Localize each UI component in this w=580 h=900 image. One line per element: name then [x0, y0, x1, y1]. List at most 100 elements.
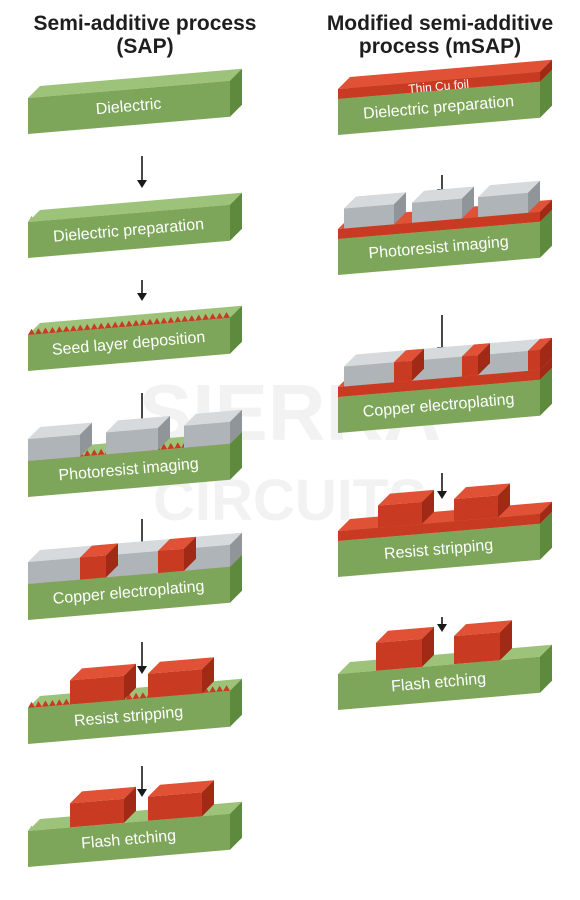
dielectric-slab-front: [28, 813, 230, 867]
copper-trace-front: [148, 669, 202, 698]
photoresist-block-top: [344, 192, 406, 209]
copper-trace-side: [500, 620, 512, 661]
copper-trace-front: [462, 355, 478, 377]
dielectric-slab-top: [28, 68, 242, 98]
dielectric-slab-side: [230, 801, 242, 850]
dielectric-slab-front: [338, 523, 540, 577]
photoresist-block-top: [412, 186, 474, 203]
photoresist-block-side: [158, 415, 170, 450]
copper-trace-top: [394, 348, 424, 363]
photoresist-block-top: [106, 415, 170, 433]
photoresist-block: [106, 415, 170, 455]
photoresist-block: [184, 409, 242, 448]
copper-trace: [148, 657, 214, 698]
dielectric-slab-side: [540, 511, 552, 560]
photoresist-block-side: [462, 186, 474, 219]
photoresist-block-top: [28, 422, 92, 439]
photoresist-block-front: [478, 350, 528, 376]
copper-trace-side: [124, 786, 136, 823]
copper-trace-top: [378, 489, 434, 506]
copper-trace-side: [184, 536, 196, 571]
dielectric-slab-side: [540, 644, 552, 693]
copper-trace: [528, 337, 552, 371]
msap-title-line2: process (mSAP): [358, 35, 522, 58]
copper-trace-front: [454, 632, 500, 665]
sap-step-4: Photoresist imaging: [28, 409, 242, 497]
photoresist-block: [412, 186, 474, 223]
copper-trace: [70, 786, 136, 828]
sap-arrow-2-head: [137, 293, 147, 301]
photoresist-block-front: [412, 356, 462, 381]
copper-trace-top: [80, 543, 118, 558]
dielectric-slab-front: [338, 379, 540, 433]
msap-step-2: Photoresist imaging: [338, 180, 552, 275]
dielectric-slab-front: [338, 221, 540, 275]
copper-trace-side: [412, 348, 424, 381]
rough-surface: [28, 312, 230, 335]
dielectric-slab-side: [230, 192, 242, 241]
copper-trace-front: [70, 675, 124, 705]
sap-arrow-1: [137, 156, 147, 188]
sap-step-1: Dielectric: [28, 68, 242, 134]
copper-trace-front: [376, 638, 422, 671]
copper-trace-top: [528, 337, 552, 351]
thin-cu-foil-side: [540, 59, 552, 82]
copper-trace-front: [70, 798, 124, 828]
dielectric-slab-side: [540, 367, 552, 416]
dielectric-slab-front: [338, 656, 540, 710]
dielectric-slab-front: [28, 566, 230, 620]
dielectric-slab-front: [28, 80, 230, 134]
dielectric-slab-side: [230, 554, 242, 603]
copper-trace-top: [148, 657, 214, 674]
photoresist-block-front: [412, 198, 462, 223]
copper-trace-front: [394, 360, 412, 383]
photoresist-block-side: [528, 180, 540, 213]
dielectric-slab-side: [230, 305, 242, 354]
photoresist-block-top: [106, 539, 170, 556]
sap-column-title: Semi-additive process (SAP): [0, 12, 290, 58]
photoresist-block-front: [106, 551, 158, 578]
copper-trace-top: [70, 663, 136, 681]
copper-trace-side: [124, 663, 136, 700]
dielectric-slab-side: [230, 68, 242, 117]
sap-step-3: Seed layer deposition: [28, 305, 242, 371]
sap-step-7: Flash etching: [28, 780, 242, 867]
msap-arrow-4-head: [437, 624, 447, 632]
copper-trace-side: [202, 780, 214, 817]
copper-trace-top: [70, 786, 136, 804]
photoresist-block-top: [478, 180, 540, 198]
sap-step-2: Dielectric preparation: [28, 192, 242, 258]
msap-arrow-3: [437, 473, 447, 499]
msap-step-3: Copper electroplating: [338, 337, 552, 433]
photoresist-block-front: [106, 427, 158, 455]
photoresist-block-side: [394, 192, 406, 225]
copper-trace: [148, 780, 214, 821]
copper-trace-side: [422, 489, 434, 524]
photoresist-block-front: [28, 557, 80, 584]
photoresist-block: [28, 422, 92, 461]
photoresist-block-front: [28, 434, 80, 461]
dielectric-slab-side: [230, 678, 242, 727]
dielectric-slab-front: [28, 204, 230, 258]
photoresist-block-top: [344, 350, 406, 367]
msap-arrow-3-head: [437, 491, 447, 499]
sap-title-line2: (SAP): [116, 35, 174, 58]
photoresist-block-top: [28, 545, 92, 562]
msap-step-4: Resist stripping: [338, 483, 552, 577]
sap-arrow-5: [137, 642, 147, 674]
copper-trace: [462, 343, 490, 377]
photoresist-block-top: [184, 409, 242, 426]
copper-trace-front: [80, 555, 106, 580]
dielectric-slab-front: [338, 81, 540, 135]
sap-step-6: Resist stripping: [28, 657, 242, 744]
photoresist-block-top: [478, 338, 540, 356]
copper-trace-side: [498, 483, 510, 518]
thin-cu-foil-front: [338, 211, 540, 239]
dielectric-slab-front: [28, 443, 230, 497]
thin-cu-foil-front: [338, 513, 540, 541]
photoresist-block-front: [344, 362, 394, 387]
sap-step-label: Dielectric: [95, 96, 162, 119]
copper-trace-side: [478, 343, 490, 376]
copper-trace-front: [148, 792, 202, 821]
